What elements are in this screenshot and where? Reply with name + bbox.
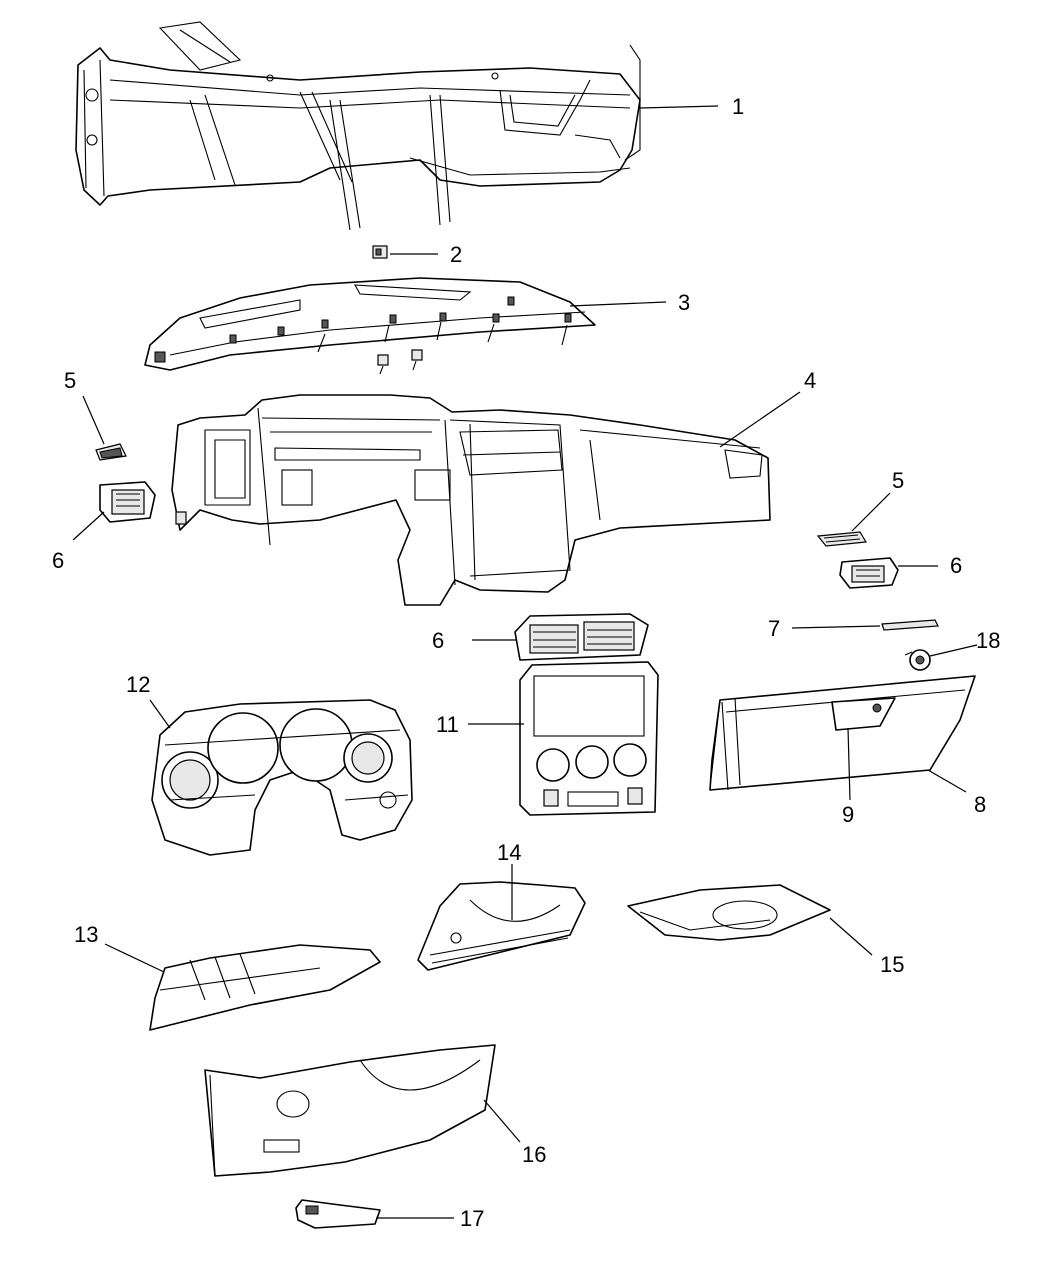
callout-6-center: 6 bbox=[432, 628, 444, 653]
callout-9: 9 bbox=[842, 802, 854, 827]
callout-labels: 1 2 3 4 5 5 6 6 6 7 18 12 11 9 8 14 13 1… bbox=[52, 94, 1000, 1231]
part-1-reinforcement bbox=[75, 21, 641, 231]
part-12-cluster-bezel bbox=[151, 699, 413, 856]
part-7-trim-strip bbox=[881, 619, 939, 631]
part-2-clip bbox=[372, 245, 388, 259]
callout-16: 16 bbox=[522, 1142, 546, 1167]
callout-3: 3 bbox=[678, 290, 690, 315]
callout-5-left: 5 bbox=[64, 368, 76, 393]
callout-7: 7 bbox=[768, 616, 780, 641]
callout-13: 13 bbox=[74, 922, 98, 947]
callout-14: 14 bbox=[497, 840, 521, 865]
callout-15: 15 bbox=[880, 952, 904, 977]
callout-18: 18 bbox=[976, 628, 1000, 653]
part-11-center-bezel bbox=[519, 661, 659, 816]
part-4-instrument-panel bbox=[171, 394, 771, 606]
part-17-bracket bbox=[295, 1199, 381, 1229]
callout-11: 11 bbox=[436, 712, 459, 737]
part-16-knee-bolster bbox=[204, 1044, 496, 1177]
part-5-right bbox=[816, 531, 868, 547]
part-13-left-bracket bbox=[149, 944, 381, 1031]
part-9-latch bbox=[831, 697, 896, 731]
part-8-glove-box bbox=[709, 675, 976, 791]
part-3-top-cover bbox=[144, 277, 596, 375]
callout-17: 17 bbox=[460, 1206, 484, 1231]
callout-12: 12 bbox=[126, 672, 150, 697]
part-6-center-vent bbox=[514, 613, 649, 661]
callout-5-right: 5 bbox=[892, 468, 904, 493]
part-6-left-vent bbox=[99, 481, 156, 523]
callout-8: 8 bbox=[974, 792, 986, 817]
callout-4: 4 bbox=[804, 368, 816, 393]
leader-lines bbox=[72, 105, 978, 1219]
callout-6-left: 6 bbox=[52, 548, 64, 573]
callout-1: 1 bbox=[732, 94, 744, 119]
callout-2: 2 bbox=[450, 242, 462, 267]
callout-6-right: 6 bbox=[950, 553, 962, 578]
part-5-left bbox=[95, 443, 127, 461]
part-6-right-vent bbox=[839, 557, 899, 589]
part-18-knob bbox=[904, 649, 931, 671]
part-15-right-lower-trim bbox=[627, 884, 831, 941]
part-14-lower-trim bbox=[417, 881, 586, 971]
